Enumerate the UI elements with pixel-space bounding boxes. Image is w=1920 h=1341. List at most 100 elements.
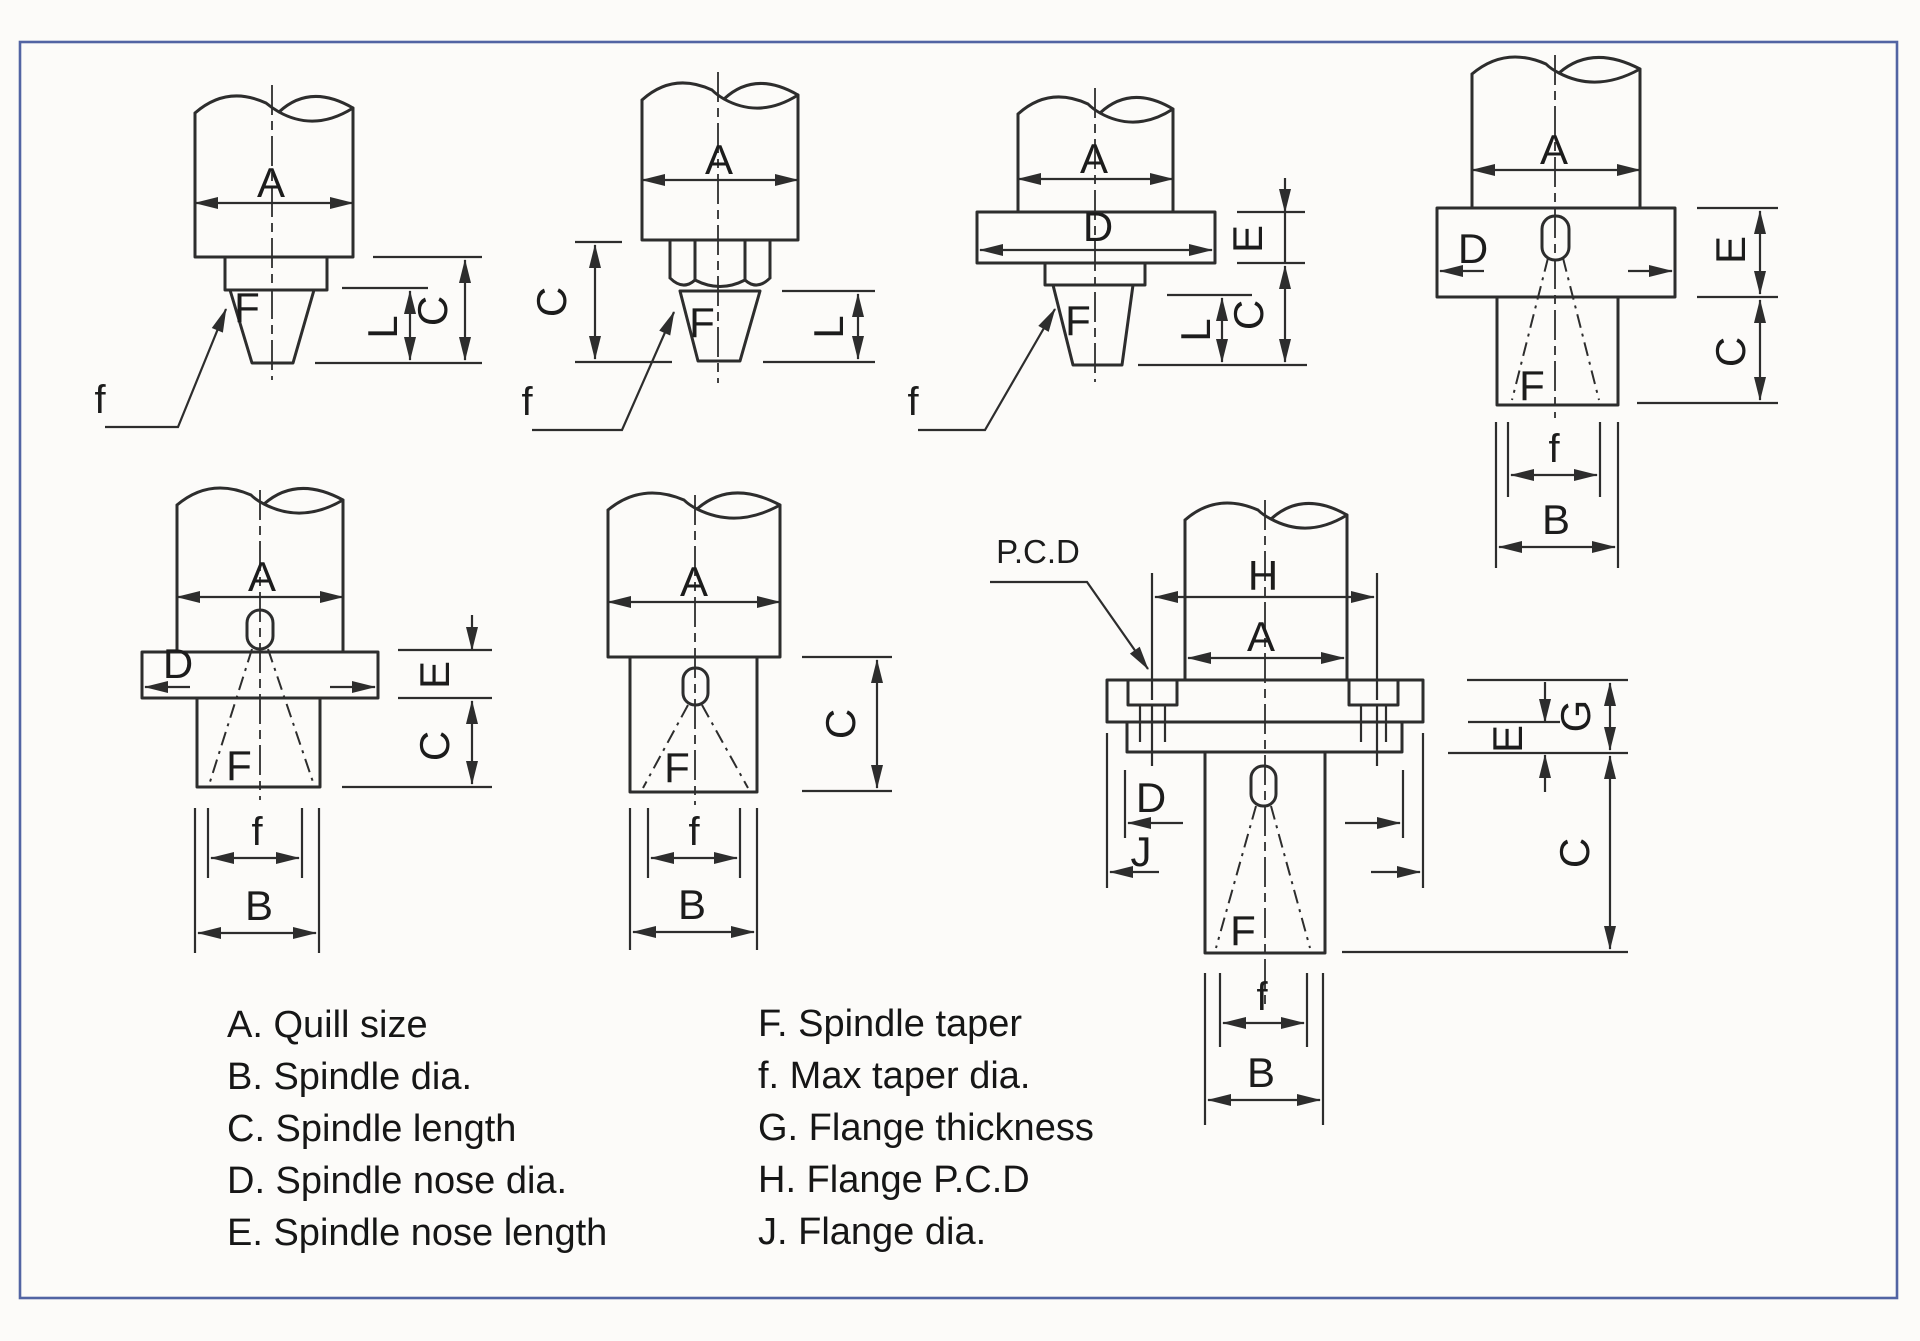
d5-label-C: C (411, 731, 458, 761)
d3-label-D: D (1083, 203, 1113, 250)
d1-label-A: A (257, 159, 285, 206)
quill-outline (193, 94, 355, 259)
drive-slot (681, 666, 710, 707)
quill-outline (175, 486, 345, 654)
diagram-taper-nose-1: A C L F f (94, 85, 482, 429)
d7-label-C: C (1551, 838, 1598, 868)
legend: A. Quill size B. Spindle dia. C. Spindle… (227, 1003, 1094, 1254)
d5-label-A: A (248, 553, 276, 600)
legend-item-flange-thickness: G. Flange thickness (758, 1107, 1094, 1149)
spindle-body (1203, 750, 1327, 955)
egc-extension-lines (1342, 678, 1628, 954)
d7-label-E: E (1484, 725, 1531, 753)
quill-outline (606, 491, 782, 659)
flange (975, 210, 1217, 265)
quill-outline (1470, 55, 1642, 210)
d4-label-A: A (1540, 126, 1568, 173)
spindle-body (195, 696, 322, 789)
d3-label-F: F (1065, 297, 1091, 344)
flange (140, 650, 380, 700)
d6-label-A: A (680, 558, 708, 605)
d2-label-C: C (528, 287, 575, 317)
d3-label-E: E (1224, 225, 1271, 253)
d5-label-E: E (411, 661, 458, 689)
legend-item-flange-dia: J. Flange dia. (758, 1211, 986, 1253)
pcd-leader-line (990, 580, 1149, 670)
d7-label-H: H (1248, 552, 1278, 599)
spindle-taper (1051, 283, 1135, 367)
f-leader-line (918, 308, 1056, 432)
d5-label-D: D (163, 640, 193, 687)
d6-label-f: f (688, 810, 700, 854)
d3-label-A: A (1080, 135, 1108, 182)
quill-outline (1183, 501, 1349, 682)
spindle-body (1495, 295, 1620, 407)
drive-slot (1249, 764, 1278, 808)
d2-label-L: L (805, 315, 852, 338)
extension-lines-bottom (1203, 973, 1325, 1125)
d7-label-B: B (1247, 1049, 1275, 1096)
d7-label-F: F (1230, 907, 1256, 954)
d4-label-B: B (1542, 496, 1570, 543)
d2-label-A: A (705, 136, 733, 183)
d1-label-C: C (409, 296, 456, 326)
extension-lines-bottom (193, 808, 321, 953)
quill-outline (640, 81, 800, 242)
diagram-taper-nose-with-nut: A F C L f (521, 72, 875, 432)
d2-label-F: F (689, 299, 715, 346)
diagram-internal-taper-flange-2: A F D E C f B (140, 486, 492, 953)
extension-lines (315, 255, 482, 365)
d6-label-C: C (817, 709, 864, 739)
d3-label-f: f (907, 380, 919, 424)
quill-outline (1016, 95, 1175, 214)
d1-label-L: L (359, 315, 406, 338)
spindle-body (628, 655, 759, 794)
d7-label-f: f (1256, 975, 1268, 1019)
f-leader-line (532, 311, 676, 432)
d7-label-A: A (1247, 613, 1275, 660)
d5-label-B: B (245, 882, 273, 929)
d1-label-F: F (234, 284, 260, 331)
extension-lines (575, 240, 875, 364)
d4-label-f: f (1548, 427, 1560, 471)
legend-item-spindle-dia: B. Spindle dia. (227, 1056, 472, 1098)
diagram-internal-taper-straight: A F C f B (606, 491, 892, 950)
diagram-internal-taper-flange: A F D E C f B (1435, 55, 1778, 568)
drive-slot (1540, 214, 1571, 262)
drive-slot (245, 608, 275, 651)
legend-item-quill-size: A. Quill size (227, 1004, 428, 1046)
internal-taper-lines (208, 648, 315, 786)
extension-lines (802, 655, 892, 793)
legend-item-spindle-nose-dia: D. Spindle nose dia. (227, 1160, 567, 1202)
d3-label-C: C (1225, 300, 1272, 330)
sheet-border (18, 40, 1899, 1300)
d4-label-F: F (1519, 362, 1545, 409)
d3-label-L: L (1172, 318, 1219, 341)
diagram-taper-nose-with-flange: A D F E C L f (907, 88, 1307, 432)
d7-label-D: D (1136, 774, 1166, 821)
pcd-extension-lines (1150, 573, 1379, 766)
legend-item-spindle-taper: F. Spindle taper (758, 1003, 1022, 1045)
spindle-nut (668, 238, 772, 288)
f-leader-line (105, 308, 228, 429)
legend-item-spindle-length: C. Spindle length (227, 1108, 516, 1150)
spindle-taper (678, 289, 762, 363)
flange-spigot-plate (1125, 720, 1404, 754)
d7-label-pcd: P.C.D (996, 533, 1080, 570)
extension-lines-bottom (1494, 422, 1620, 568)
d4-label-D: D (1458, 225, 1488, 272)
diagram-bolted-flange: H A P.C.D F D J G E C f B (990, 500, 1628, 1125)
d4-label-C: C (1707, 337, 1754, 367)
extension-lines (1138, 210, 1307, 367)
dj-extension-lines (1105, 733, 1425, 888)
d6-label-B: B (678, 881, 706, 928)
internal-taper-lines (642, 704, 749, 789)
internal-taper-lines (1215, 805, 1311, 949)
d1-label-f: f (94, 378, 106, 422)
spindle-taper (228, 288, 316, 365)
d2-label-f: f (521, 380, 533, 424)
legend-item-max-taper-dia: f. Max taper dia. (758, 1055, 1030, 1097)
legend-item-flange-pcd: H. Flange P.C.D (758, 1159, 1030, 1201)
